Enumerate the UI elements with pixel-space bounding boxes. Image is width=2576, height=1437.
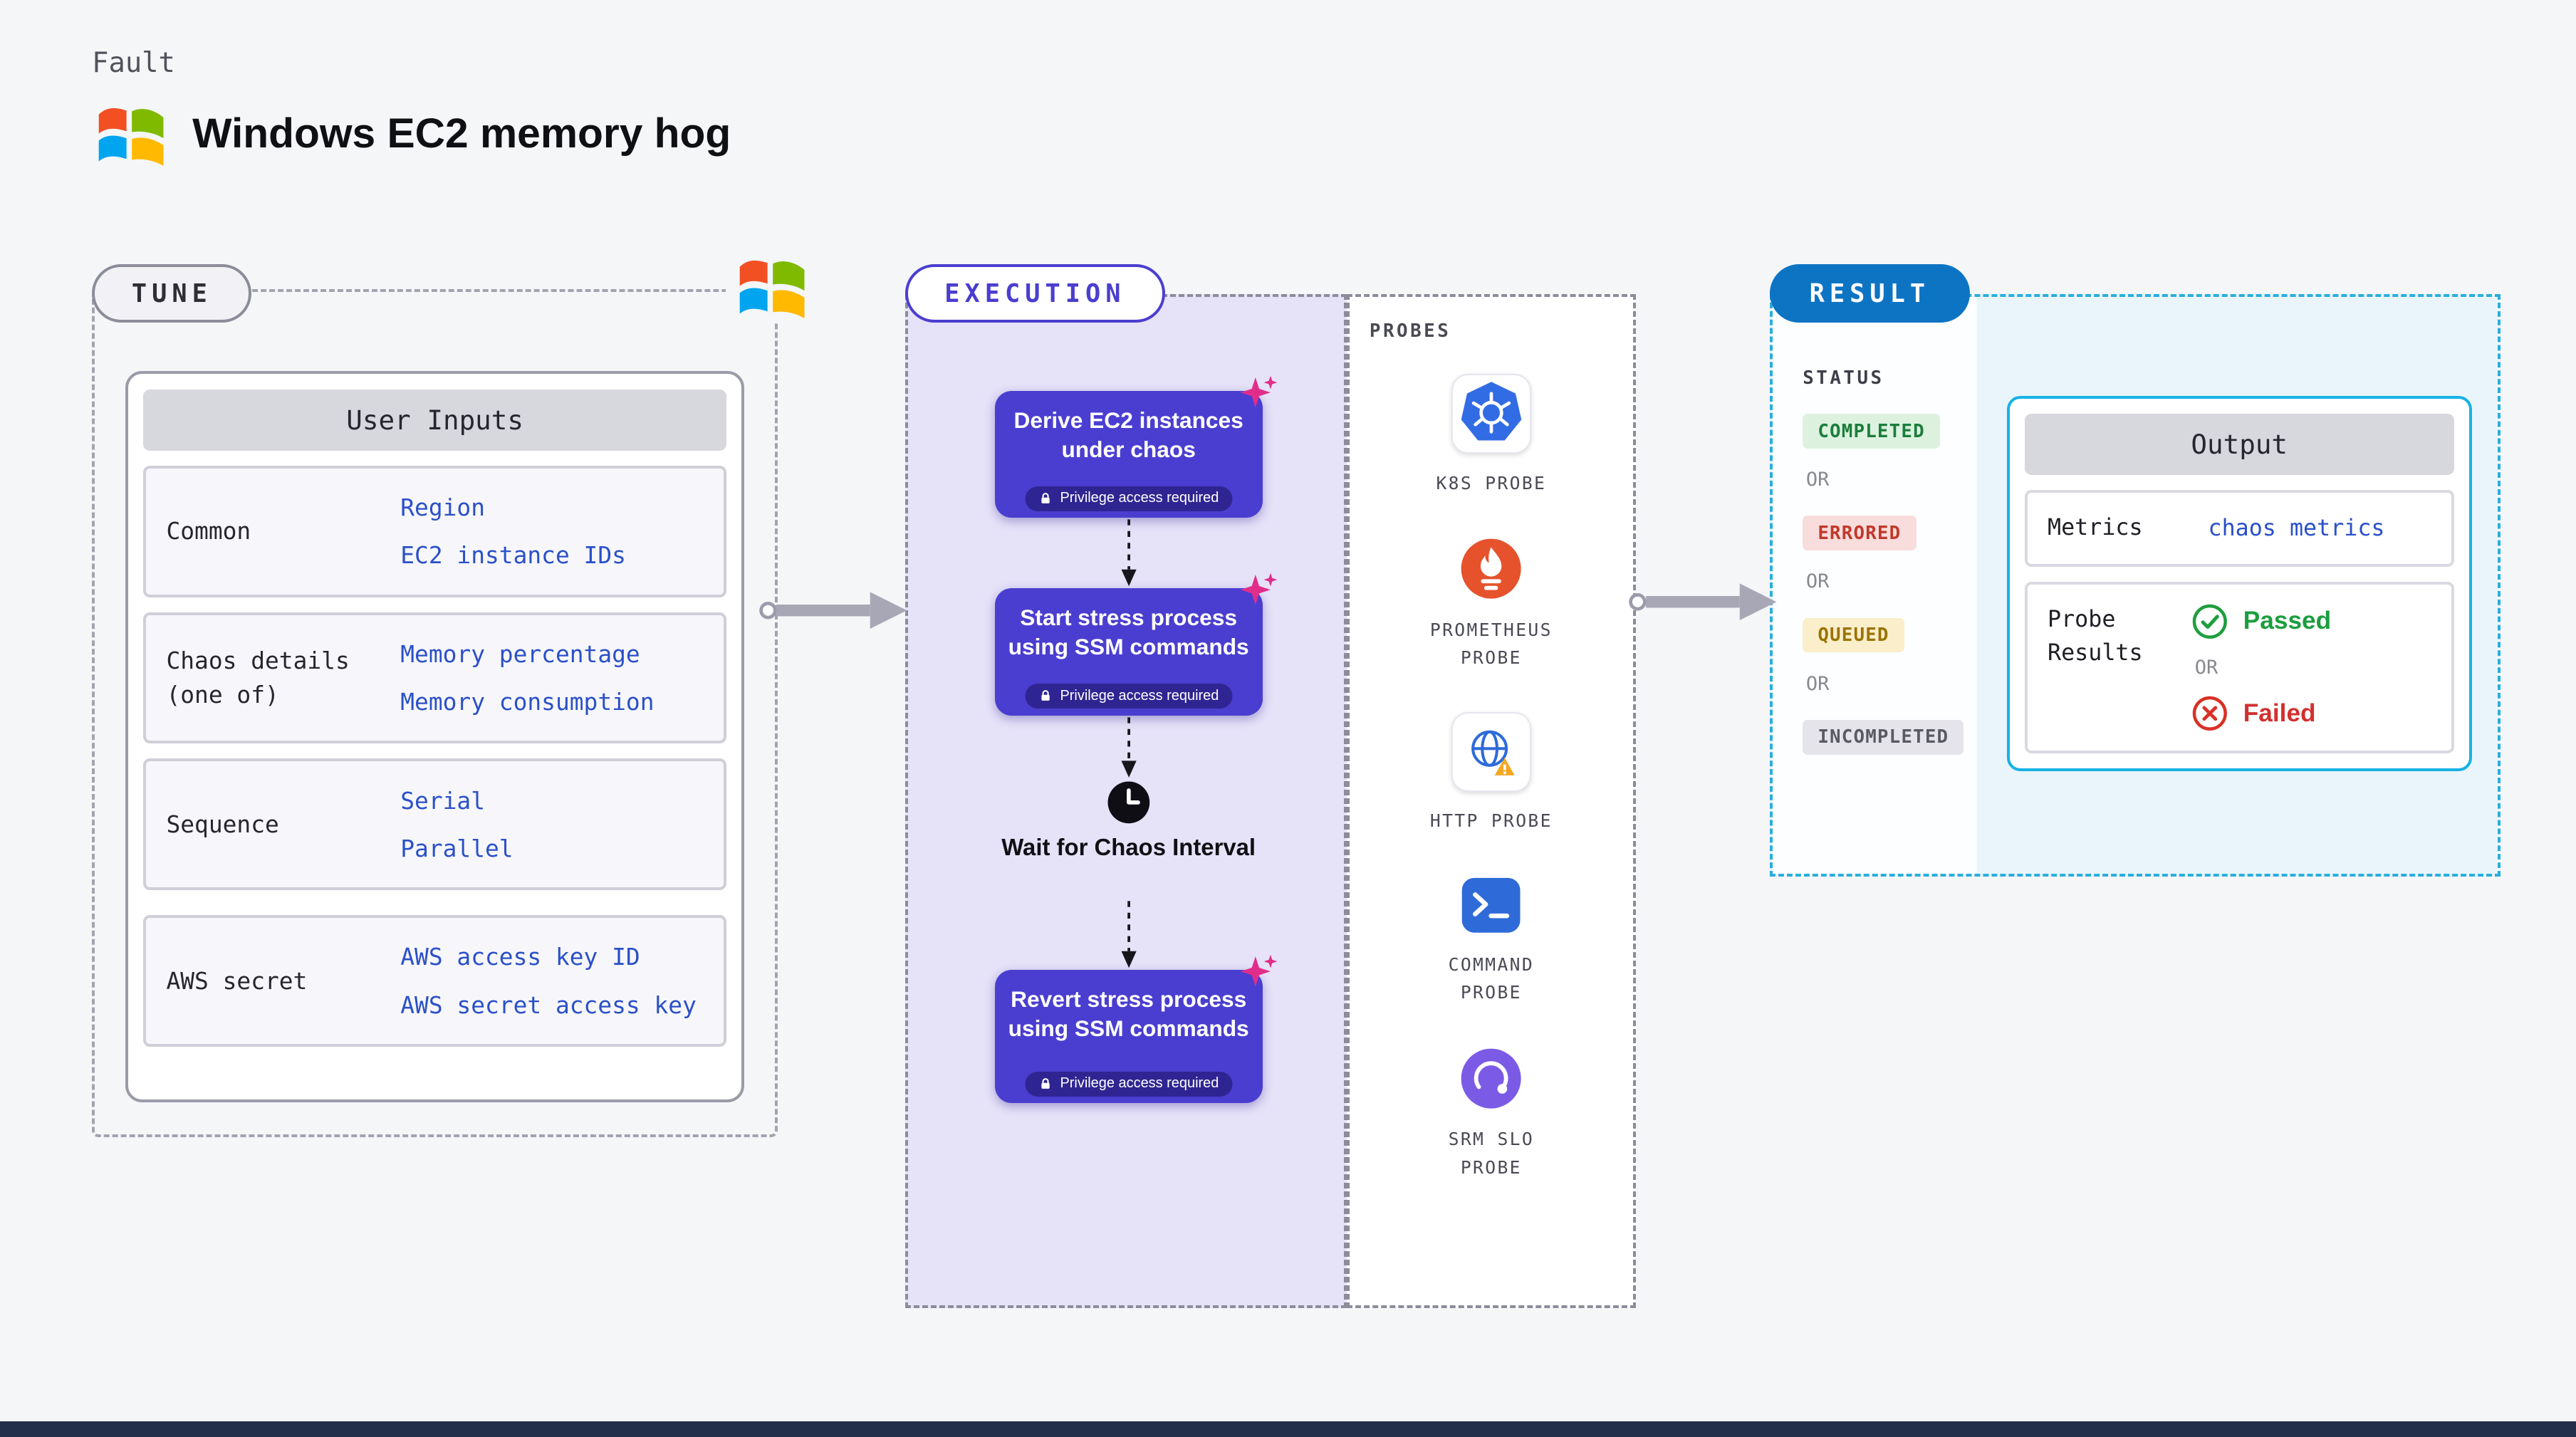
privilege-badge-text: Privilege access required	[1060, 490, 1219, 506]
probe-k8s: K8S PROBE	[1414, 374, 1568, 497]
link-memory-consumption[interactable]: Memory consumption	[400, 688, 655, 716]
result-section-label: RESULT	[1769, 264, 1970, 323]
probe-label: HTTP PROBE	[1429, 810, 1553, 832]
probe-srm-slo: SRM SLO PROBE	[1414, 1047, 1568, 1181]
status-label: STATUS	[1803, 367, 1884, 389]
probe-result-failed: Failed	[2191, 695, 2331, 732]
input-row-label: AWS secret	[166, 966, 308, 995]
user-inputs-header: User Inputs	[143, 389, 727, 451]
link-chaos-metrics[interactable]: chaos metrics	[2208, 516, 2385, 542]
probe-result-passed: Passed	[2191, 603, 2331, 640]
probe-label: SRM SLO PROBE	[1448, 1129, 1535, 1178]
flow-connector-icon	[1119, 899, 1139, 970]
link-serial[interactable]: Serial	[400, 786, 485, 815]
clock-icon	[1105, 779, 1152, 826]
page-title: Windows EC2 memory hog	[192, 110, 731, 157]
probes-section: PROBES K8S PROBE	[1346, 294, 1637, 1308]
tune-section	[92, 289, 778, 1138]
input-row-sequence: Sequence Serial Parallel	[143, 758, 727, 890]
terminal-icon	[1459, 875, 1523, 936]
probe-label: K8S PROBE	[1436, 472, 1547, 493]
exec-step-title: Revert stress process using SSM commands	[1008, 986, 1249, 1041]
lock-icon	[1038, 1077, 1053, 1092]
exec-step-derive-instances: Derive EC2 instances under chaos Privile…	[994, 375, 1278, 518]
fault-kicker: Fault	[92, 46, 175, 79]
srm-slo-icon	[1459, 1047, 1523, 1110]
privilege-badge: Privilege access required	[1025, 1071, 1233, 1097]
probe-label: PROMETHEUS PROBE	[1429, 619, 1553, 669]
link-parallel[interactable]: Parallel	[400, 834, 513, 862]
link-aws-secret-access-key[interactable]: AWS secret access key	[400, 991, 697, 1019]
metrics-row: Metrics chaos metrics	[2024, 490, 2454, 567]
ai-sparkle-icon	[1237, 951, 1281, 995]
status-badge-queued: QUEUED	[1803, 617, 1904, 653]
input-row-common: Common Region EC2 instance IDs	[143, 465, 727, 597]
output-card: Output Metrics chaos metrics Probe Resul…	[2006, 395, 2472, 771]
flow-connector-icon	[1119, 518, 1139, 588]
exec-step-revert-stress: Revert stress process using SSM commands…	[994, 954, 1278, 1104]
metrics-label: Metrics	[2048, 515, 2143, 541]
probe-command: COMMAND PROBE	[1414, 875, 1568, 1007]
exec-step-title: Start stress process using SSM commands	[1008, 605, 1249, 660]
status-badge-incompleted: INCOMPLETED	[1803, 719, 1964, 755]
input-row-aws-secret: AWS secret AWS access key ID AWS secret …	[143, 915, 727, 1047]
output-header: Output	[2024, 414, 2454, 476]
wait-for-chaos-interval-label: Wait for Chaos Interval	[1001, 833, 1256, 860]
status-badge-completed: COMPLETED	[1803, 414, 1940, 449]
ai-sparkle-icon	[1237, 570, 1281, 613]
exec-step-title: Derive EC2 instances under chaos	[1013, 407, 1243, 463]
privilege-badge-text: Privilege access required	[1060, 687, 1219, 704]
or-separator: OR	[1805, 469, 1830, 491]
user-inputs-card: User Inputs Common Region EC2 instance I…	[125, 371, 745, 1102]
http-globe-icon	[1451, 711, 1531, 792]
probe-http: HTTP PROBE	[1414, 711, 1568, 835]
footer-bar	[0, 1421, 2576, 1437]
privilege-badge: Privilege access required	[1025, 486, 1233, 511]
input-row-label: Sequence	[166, 810, 279, 838]
windows-logo-icon	[92, 97, 169, 170]
status-badge-errored: ERRORED	[1803, 516, 1917, 551]
arrow-execution-to-result	[1626, 577, 1780, 627]
kubernetes-icon	[1451, 374, 1531, 454]
or-separator: OR	[1805, 570, 1830, 593]
probe-results-label: Probe Results	[2048, 606, 2143, 667]
privilege-badge-text: Privilege access required	[1060, 1075, 1219, 1092]
status-column: STATUS COMPLETED OR ERRORED OR QUEUED OR…	[1803, 367, 1964, 755]
probe-prometheus: PROMETHEUS PROBE	[1414, 537, 1568, 672]
input-row-label: Chaos details (one of)	[166, 647, 350, 709]
flow-connector-icon	[1119, 716, 1139, 779]
privilege-badge: Privilege access required	[1025, 683, 1233, 709]
probe-results-row: Probe Results Passed OR	[2024, 581, 2454, 753]
input-row-label: Common	[166, 517, 251, 545]
result-section: STATUS COMPLETED OR ERRORED OR QUEUED OR…	[1769, 294, 2501, 877]
link-ec2-instance-ids[interactable]: EC2 instance IDs	[400, 541, 626, 570]
or-separator: OR	[2194, 656, 2218, 679]
passed-text: Passed	[2243, 607, 2332, 635]
failed-text: Failed	[2243, 699, 2316, 728]
check-circle-icon	[2191, 603, 2228, 640]
probes-section-label: PROBES	[1369, 320, 1451, 343]
link-memory-percentage[interactable]: Memory percentage	[400, 639, 640, 668]
windows-platform-icon	[726, 249, 817, 323]
link-aws-access-key-id[interactable]: AWS access key ID	[400, 943, 640, 971]
probe-label: COMMAND PROBE	[1448, 953, 1535, 1003]
link-region[interactable]: Region	[400, 493, 485, 522]
lock-icon	[1038, 491, 1053, 506]
ai-sparkle-icon	[1237, 372, 1281, 416]
page-header: Windows EC2 memory hog	[92, 97, 731, 170]
arrow-tune-to-execution	[756, 585, 910, 635]
execution-section-label: EXECUTION	[904, 264, 1166, 323]
prometheus-icon	[1459, 537, 1523, 600]
exec-step-start-stress: Start stress process using SSM commands …	[994, 573, 1278, 716]
lock-icon	[1038, 689, 1053, 704]
or-separator: OR	[1805, 672, 1830, 695]
tune-section-label: TUNE	[92, 264, 252, 323]
x-circle-icon	[2191, 695, 2228, 732]
input-row-chaos-details: Chaos details (one of) Memory percentage…	[143, 612, 727, 744]
execution-section: Derive EC2 instances under chaos Privile…	[904, 294, 1347, 1308]
